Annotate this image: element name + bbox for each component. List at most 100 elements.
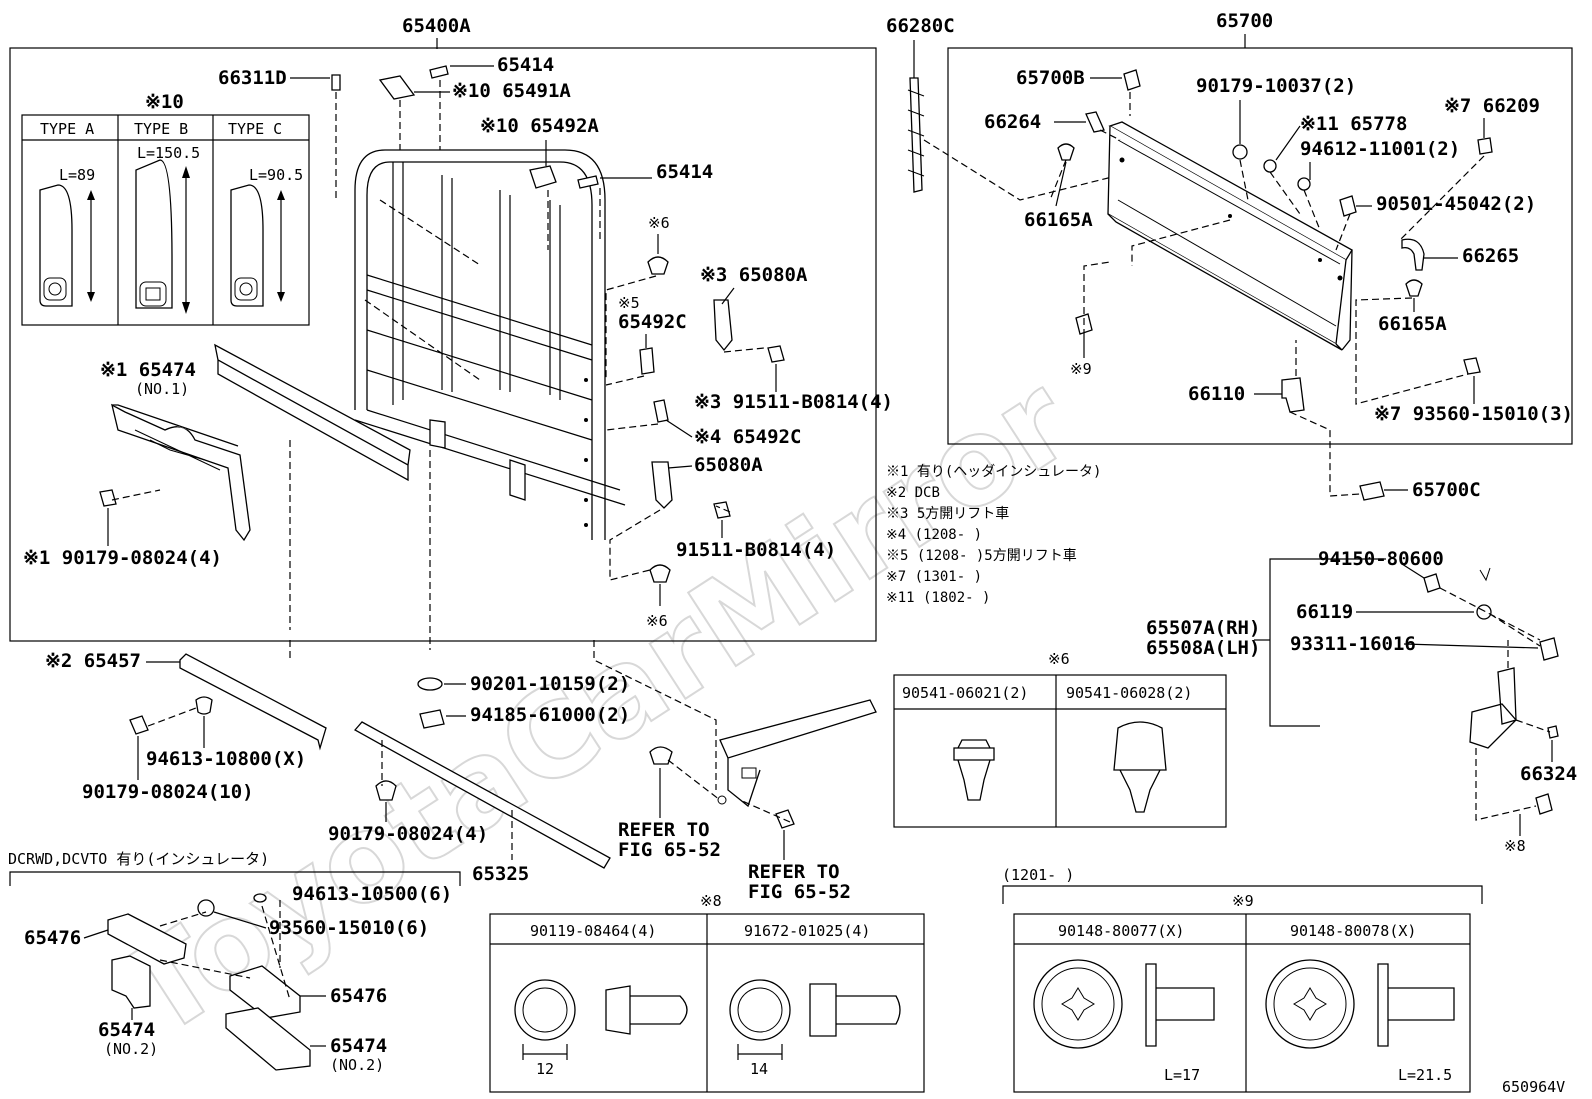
- label-66311D[interactable]: 66311D: [218, 67, 287, 89]
- label-66264[interactable]: 66264: [984, 111, 1041, 133]
- table8-col2[interactable]: 91672-01025(4): [744, 922, 870, 940]
- label-66165A-b[interactable]: 66165A: [1378, 313, 1447, 335]
- part-66264: [1085, 111, 1105, 133]
- label-66110[interactable]: 66110: [1188, 383, 1245, 405]
- label-65474-a[interactable]: 65474: [98, 1019, 155, 1041]
- label-65414-top[interactable]: 65414: [497, 54, 554, 76]
- table6-col2[interactable]: 90541-06028(2): [1066, 684, 1192, 702]
- label-93560-6[interactable]: 93560-15010(6): [269, 917, 429, 939]
- label-93311[interactable]: 93311-16016: [1290, 633, 1416, 655]
- label-65700C[interactable]: 65700C: [1412, 479, 1481, 501]
- label-mark9-tailgate: ※9: [1070, 360, 1092, 378]
- label-65080A-mid[interactable]: 65080A: [694, 454, 763, 476]
- label-90501[interactable]: 90501-45042(2): [1376, 193, 1536, 215]
- part-65474-a: [111, 955, 151, 1009]
- label-94613-X[interactable]: 94613-10800(X): [146, 748, 306, 770]
- table-mark9: (1201- ) ※9 90148-80077(X) 90148-80078(X…: [1002, 866, 1483, 1093]
- label-refer-2b[interactable]: FIG 65-52: [748, 881, 851, 903]
- group-label-chain[interactable]: 66280C: [886, 15, 955, 37]
- label-94185[interactable]: 94185-61000(2): [470, 704, 630, 726]
- label-65474-b-sub: (NO.2): [330, 1056, 384, 1074]
- part-66110: [1281, 377, 1305, 413]
- table9-title: ※9: [1232, 892, 1254, 910]
- part-66209: [1477, 137, 1493, 155]
- label-mark6-bot: ※6: [646, 612, 668, 630]
- label-65491A[interactable]: ※10 65491A: [452, 80, 571, 102]
- label-66209[interactable]: ※7 66209: [1444, 95, 1540, 117]
- table9-dim2: L=21.5: [1398, 1066, 1452, 1084]
- table6-col1[interactable]: 90541-06021(2): [902, 684, 1028, 702]
- label-91511-top[interactable]: ※3 91511-B0814(4): [694, 391, 893, 413]
- group-label-headboard[interactable]: 65400A: [402, 15, 471, 37]
- label-93560-3[interactable]: ※7 93560-15010(3): [1374, 403, 1573, 425]
- headboard-frame-drawing: [354, 149, 626, 540]
- label-refer-1b[interactable]: FIG 65-52: [618, 839, 721, 861]
- label-66324[interactable]: 66324: [1520, 763, 1577, 785]
- part-66265: [1401, 238, 1425, 271]
- table9-col1[interactable]: 90148-80077(X): [1058, 922, 1184, 940]
- note-2: ※2 DCB: [886, 485, 940, 501]
- label-65325[interactable]: 65325: [472, 863, 529, 885]
- label-94150[interactable]: 94150-80600: [1318, 548, 1444, 570]
- insulator-header: DCRWD,DCVTO 有り(インシュレータ): [8, 850, 269, 868]
- part-91511-top: [767, 345, 785, 363]
- label-65492C-top[interactable]: 65492C: [618, 311, 687, 333]
- label-65476-a[interactable]: 65476: [24, 927, 81, 949]
- label-65492A[interactable]: ※10 65492A: [480, 115, 599, 137]
- part-65700B: [1123, 69, 1141, 91]
- footnotes: ※1 有り(ヘッダインシュレータ) ※2 DCB ※3 5方開リフト車 ※4 (…: [886, 464, 1101, 606]
- label-65778[interactable]: ※11 65778: [1300, 113, 1407, 135]
- type-table: ※10 TYPE A TYPE B TYPE C L=89 L=150.5 L=…: [21, 91, 310, 326]
- part-94150: [1423, 573, 1441, 593]
- part-94613-washer: [195, 696, 213, 715]
- label-65474-b[interactable]: 65474: [330, 1035, 387, 1057]
- label-66119[interactable]: 66119: [1296, 601, 1353, 623]
- label-65474-no1-sub: (NO.1): [135, 380, 189, 398]
- type-b-header: TYPE B: [134, 120, 188, 138]
- label-90179-10[interactable]: 90179-08024(10): [82, 781, 254, 803]
- part-65700C: [1359, 481, 1385, 501]
- label-66265[interactable]: 66265: [1462, 245, 1519, 267]
- table8-title: ※8: [700, 892, 722, 910]
- label-94613-6[interactable]: 94613-10500(6): [292, 883, 452, 905]
- label-90179-4b[interactable]: 90179-08024(4): [328, 823, 488, 845]
- hinge-bracket-line: [1269, 558, 1386, 727]
- part-93560-15010: [1463, 357, 1481, 375]
- label-66165A-a[interactable]: 66165A: [1024, 209, 1093, 231]
- label-65414-mid[interactable]: 65414: [656, 161, 713, 183]
- label-65474-no1[interactable]: ※1 65474: [100, 359, 196, 381]
- label-65492C-mid[interactable]: ※4 65492C: [694, 426, 801, 448]
- label-refer-1[interactable]: REFER TO: [618, 819, 710, 841]
- headboard-panel: [214, 343, 411, 482]
- part-65492A: [529, 165, 557, 189]
- label-65457[interactable]: ※2 65457: [45, 650, 141, 672]
- table9-col2[interactable]: 90148-80078(X): [1290, 922, 1416, 940]
- part-refer-grommet: [649, 746, 673, 765]
- part-65414-top: [429, 65, 449, 79]
- note-7: ※7 (1301- ): [886, 569, 982, 585]
- label-94612[interactable]: 94612-11001(2): [1300, 138, 1460, 160]
- part-90179-lower2: [375, 780, 397, 801]
- label-91511-mid[interactable]: 91511-B0814(4): [676, 539, 836, 561]
- type-a-length: L=89: [59, 166, 95, 184]
- label-90201[interactable]: 90201-10159(2): [470, 673, 630, 695]
- label-90179-10037[interactable]: 90179-10037(2): [1196, 75, 1356, 97]
- table8-col1[interactable]: 90119-08464(4): [530, 922, 656, 940]
- label-65476-b[interactable]: 65476: [330, 985, 387, 1007]
- label-65080A-top[interactable]: ※3 65080A: [700, 264, 808, 286]
- label-65508A[interactable]: 65508A(LH): [1146, 637, 1260, 659]
- note-5: ※5 (1208- )5方開リフト車: [886, 547, 1077, 564]
- label-65507A[interactable]: 65507A(RH): [1146, 617, 1260, 639]
- part-90201-washer: [417, 677, 443, 691]
- part-93560-bolt: [197, 899, 215, 917]
- part-66324: [1547, 725, 1559, 739]
- label-refer-2[interactable]: REFER TO: [748, 861, 840, 883]
- group-label-tailgate[interactable]: 65700: [1216, 10, 1273, 32]
- label-65700B[interactable]: 65700B: [1016, 67, 1085, 89]
- part-66280C-chain: [909, 77, 923, 193]
- note-3: ※3 5方開リフト車: [886, 505, 1009, 522]
- table-mark8: ※8 90119-08464(4) 91672-01025(4) 12 14: [489, 892, 925, 1093]
- insulator-section: DCRWD,DCVTO 有り(インシュレータ): [8, 850, 461, 1071]
- label-90179-4[interactable]: ※1 90179-08024(4): [23, 547, 222, 569]
- part-66119: [1476, 604, 1492, 620]
